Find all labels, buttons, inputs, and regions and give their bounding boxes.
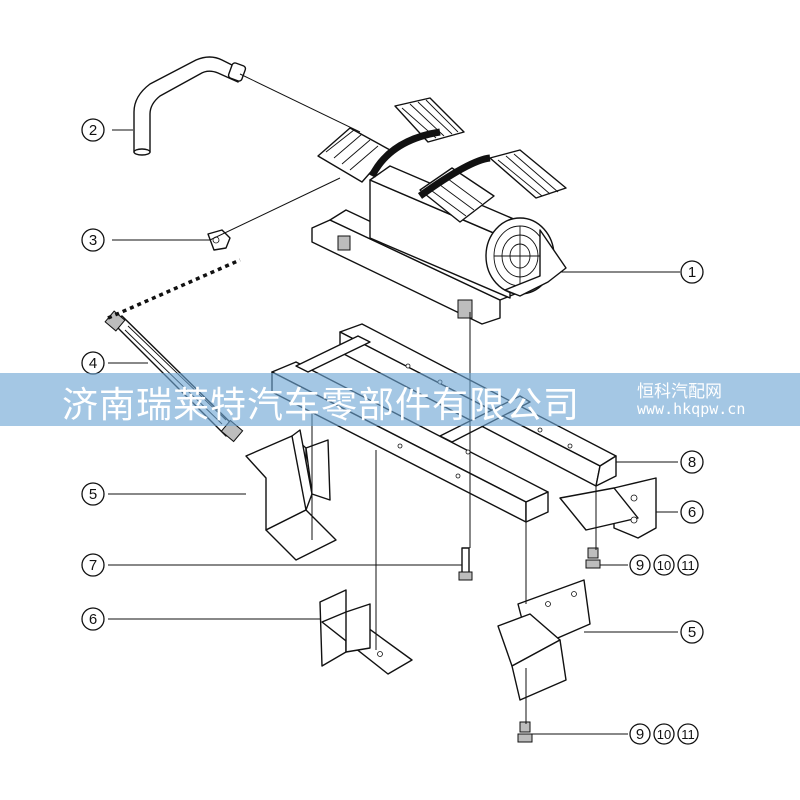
watermark-brand: 恒科汽配网 [637,382,722,402]
part-fastener-set-upper [585,547,601,569]
callout-part-2: 2 [81,118,105,142]
callout-part-3: 3 [81,228,105,252]
callout-label: 10 [657,558,671,573]
leader-lines [108,73,680,735]
part-hose-2 [133,56,247,156]
part-bolt-7 [458,547,473,581]
callout-label: 5 [89,486,97,503]
callout-part-5: 5 [81,482,105,506]
part-plate-6-left [319,589,413,675]
callout-label: 2 [89,122,97,139]
callout-part-7: 7 [81,553,105,577]
watermark-url: www.hkqpw.cn [637,400,746,418]
part-elbow-fitting-3 [207,229,231,251]
callout-part-1: 1 [680,260,704,284]
callout-label: 9 [636,726,644,743]
callout-label: 5 [688,624,696,641]
part-bracket-5-left [245,429,337,561]
callout-label: 7 [89,557,97,574]
callout-label: 1 [688,264,696,281]
callout-label: 6 [688,504,696,521]
callout-label: 11 [681,558,695,573]
callout-part-6-lower: 6 [81,607,105,631]
callout-label: 9 [636,557,644,574]
assembly-lines [311,312,597,724]
callout-label: 10 [657,727,671,742]
watermark-company-name: 济南瑞莱特汽车零部件有限公司 [62,385,581,426]
part-plate-6-right [559,477,657,539]
callout-fasteners-lower: 9 10 11 [629,723,699,745]
callout-label: 11 [681,727,695,742]
part-fastener-set-lower [517,721,533,743]
callout-fasteners-upper: 9 10 11 [629,554,699,576]
part-compressor-1 [311,97,567,325]
callout-part-5-lower: 5 [680,620,704,644]
watermark-banner: 济南瑞莱特汽车零部件有限公司 恒科汽配网 www.hkqpw.cn [0,373,800,426]
hose-routing-dashed-line [107,258,241,320]
part-bracket-5-right [497,579,591,701]
callout-label: 8 [688,454,696,471]
callout-label: 3 [89,232,97,249]
callout-part-6: 6 [680,500,704,524]
callout-part-4: 4 [81,351,105,375]
callout-label: 6 [89,611,97,628]
callout-label: 4 [89,355,97,372]
callout-part-8: 8 [680,450,704,474]
